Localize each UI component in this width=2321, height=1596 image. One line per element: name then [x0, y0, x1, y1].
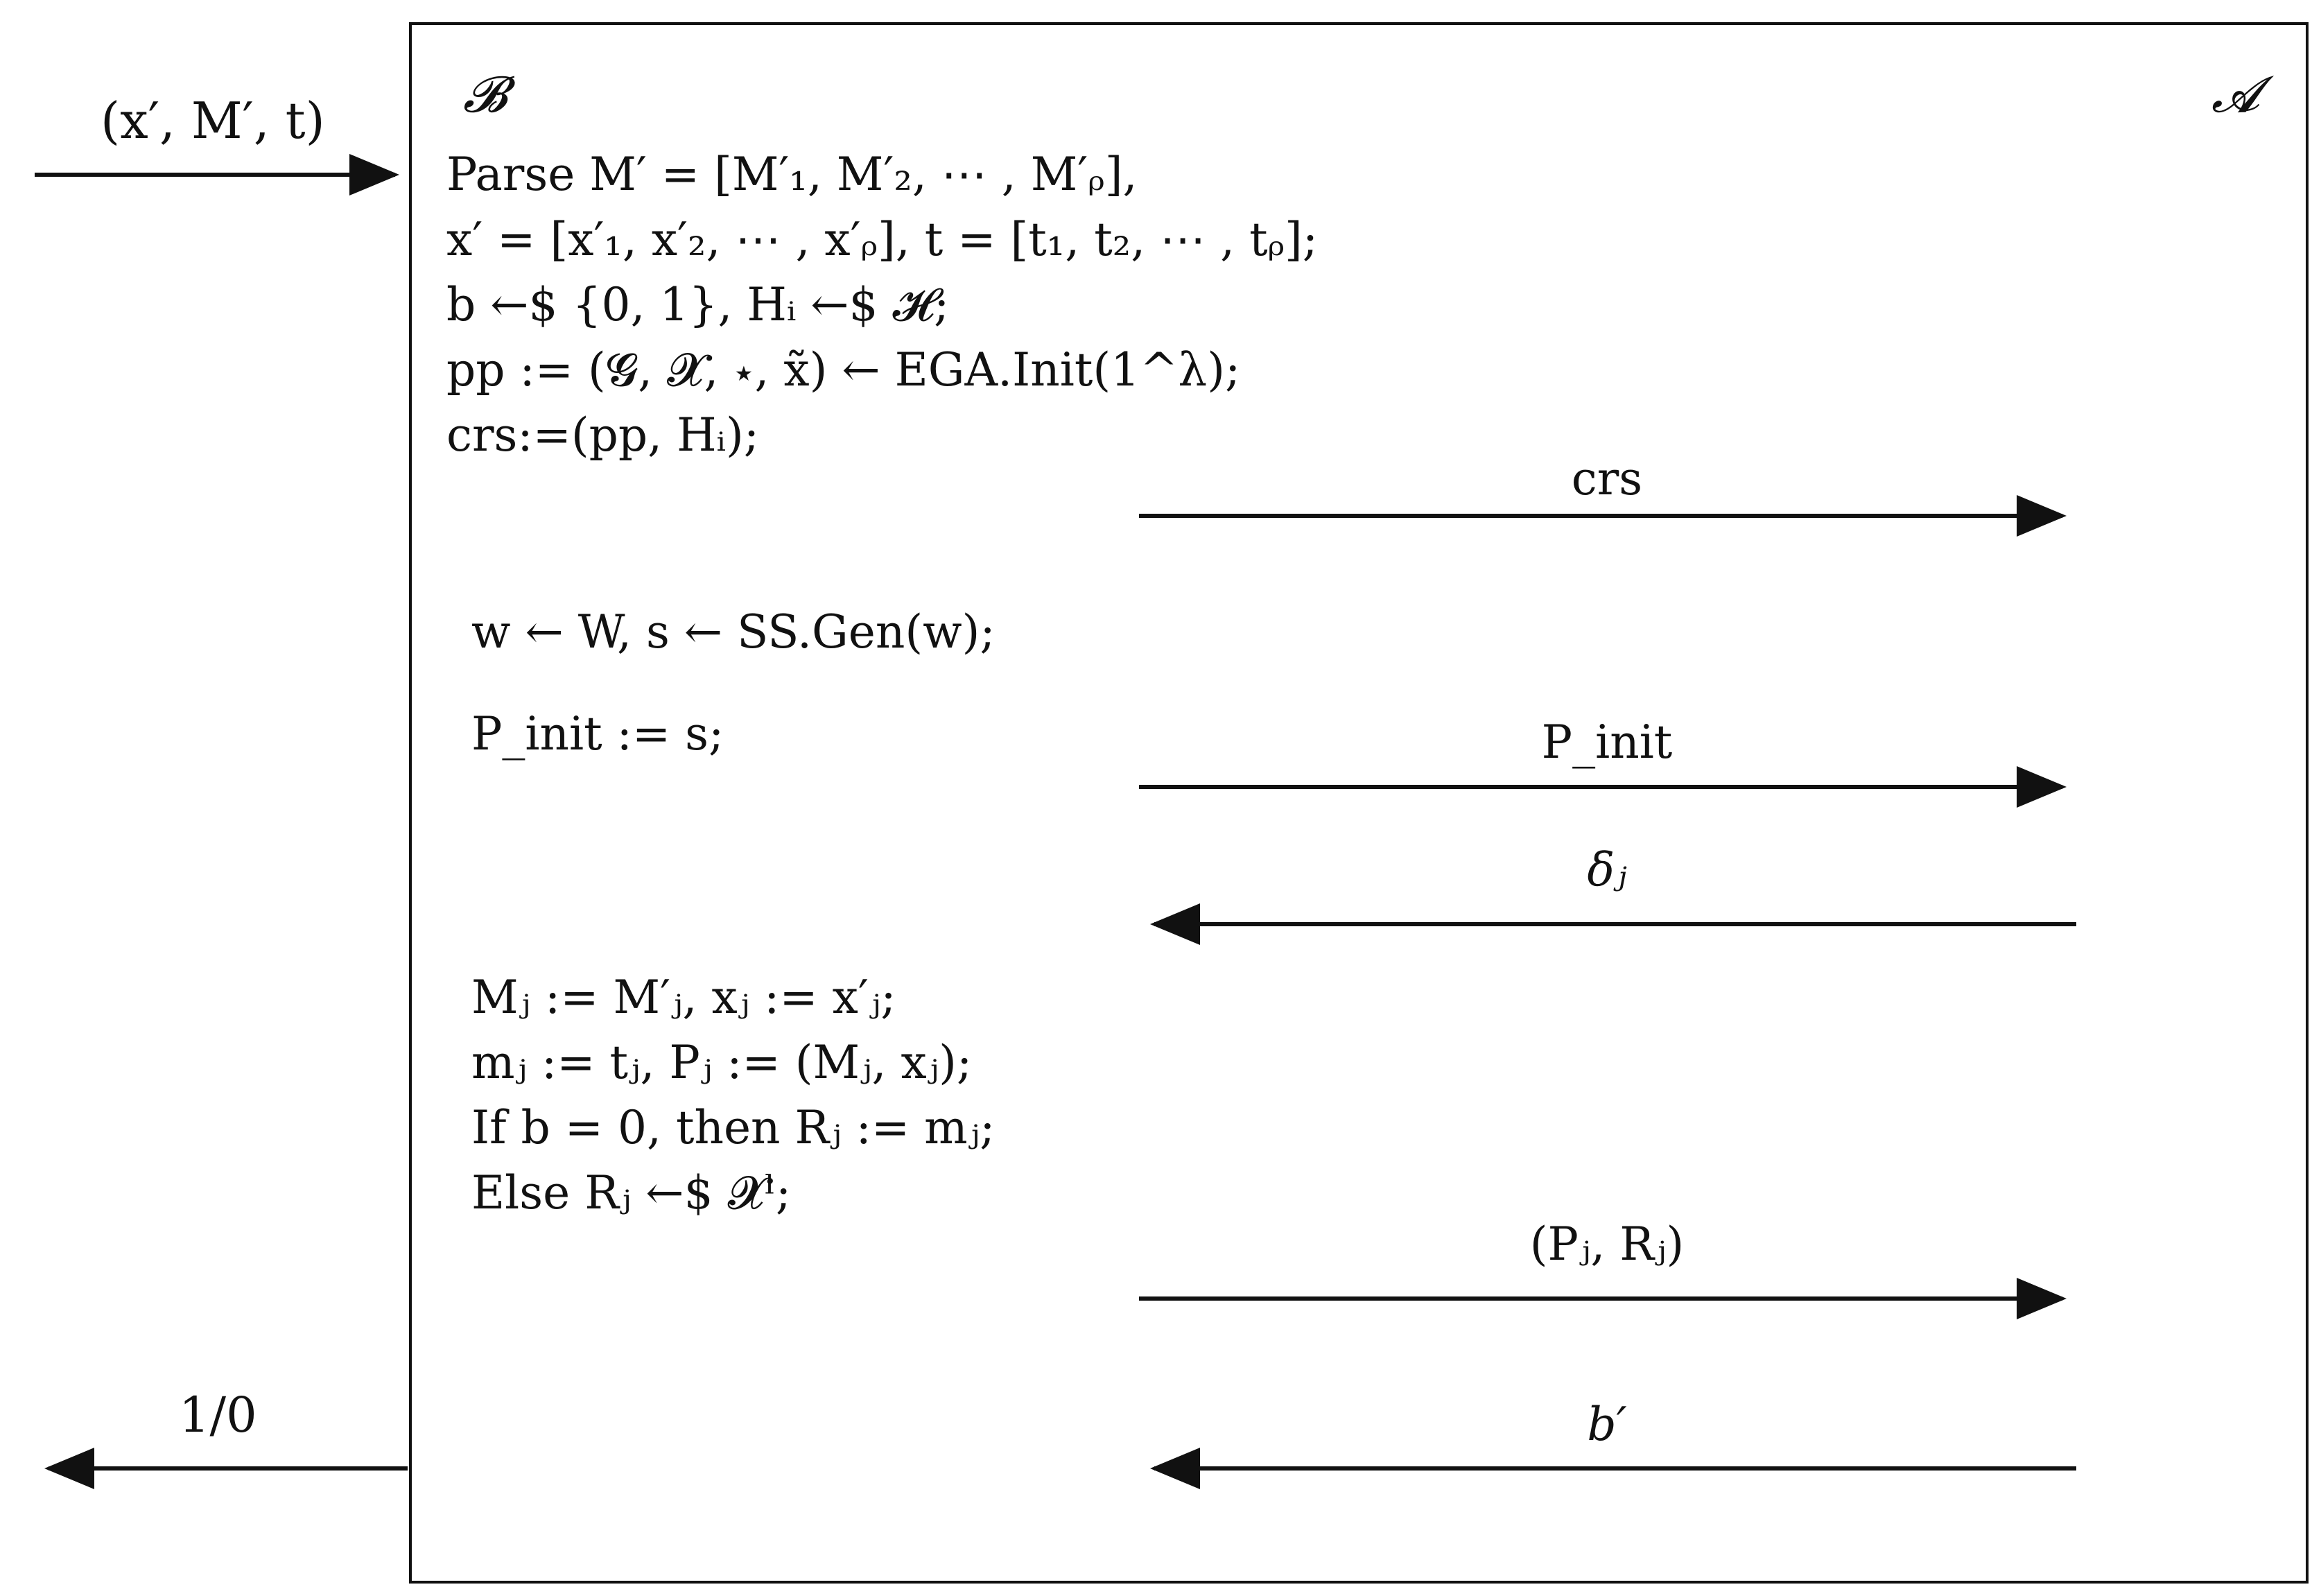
- gen-block: w ← W, s ← SS.Gen(w);: [471, 600, 996, 665]
- reduction-box: [409, 22, 2309, 1584]
- message-label-challenge: (Pⱼ, Rⱼ): [1529, 1217, 1685, 1271]
- challenge-block: Mⱼ := M′ⱼ, xⱼ := x′ⱼ; mⱼ := tⱼ, Pⱼ := (M…: [471, 965, 995, 1226]
- setup-line-parse-x-t: x′ = [x′₁, x′₂, ⋯ , x′ᵨ], t = [t₁, t₂, ⋯…: [446, 213, 1319, 266]
- init-block: P_init := s;: [471, 702, 724, 767]
- setup-line-crs: crs:=(pp, Hᵢ);: [446, 408, 759, 462]
- message-label-guess: b′: [1587, 1398, 1627, 1451]
- input-label: (x′, M′, t): [101, 92, 325, 150]
- gen-line: w ← W, s ← SS.Gen(w);: [471, 605, 996, 659]
- message-label-delta: δⱼ: [1587, 843, 1627, 896]
- challenge-line-else: Else Rⱼ ←$ 𝓧ˡ;: [471, 1166, 792, 1220]
- output-label: 1/0: [179, 1387, 257, 1443]
- init-line: P_init := s;: [471, 707, 724, 761]
- setup-line-pp: pp := (𝓖, 𝓧, ⋆, x̃) ← EGA.Init(1^λ);: [446, 343, 1241, 397]
- challenge-line-if: If b = 0, then Rⱼ := mⱼ;: [471, 1101, 996, 1154]
- message-label-pinit: P_init: [1541, 715, 1673, 769]
- party-label-b: 𝓑: [463, 65, 507, 123]
- challenge-line-mp: mⱼ := tⱼ, Pⱼ := (Mⱼ, xⱼ);: [471, 1036, 973, 1089]
- party-label-a: 𝓐: [2211, 65, 2260, 123]
- setup-line-sample: b ←$ {0, 1}, Hᵢ ←$ 𝓗;: [446, 278, 950, 331]
- setup-line-parse-m: Parse M′ = [M′₁, M′₂, ⋯ , M′ᵨ],: [446, 148, 1138, 201]
- message-label-crs: crs: [1571, 452, 1643, 505]
- setup-block: Parse M′ = [M′₁, M′₂, ⋯ , M′ᵨ], x′ = [x′…: [446, 142, 1318, 468]
- challenge-line-mx: Mⱼ := M′ⱼ, xⱼ := x′ⱼ;: [471, 971, 896, 1024]
